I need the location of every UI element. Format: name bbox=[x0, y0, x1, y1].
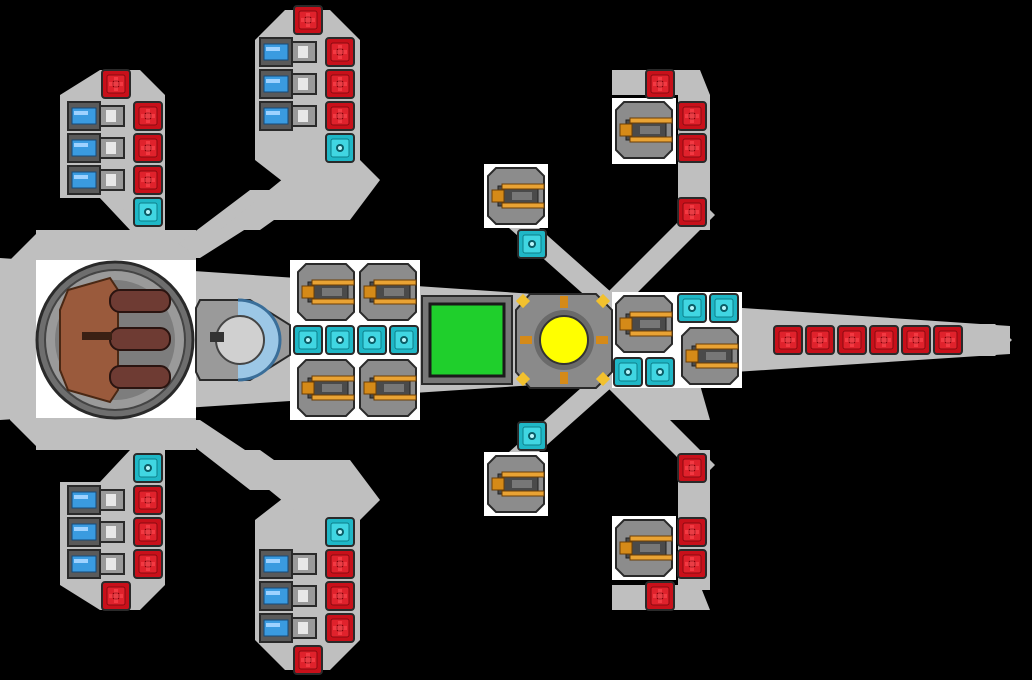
reactor-module bbox=[421, 295, 513, 385]
main-engine-module bbox=[35, 260, 195, 420]
sensor-dome-module bbox=[195, 298, 291, 382]
core-module bbox=[515, 293, 613, 389]
